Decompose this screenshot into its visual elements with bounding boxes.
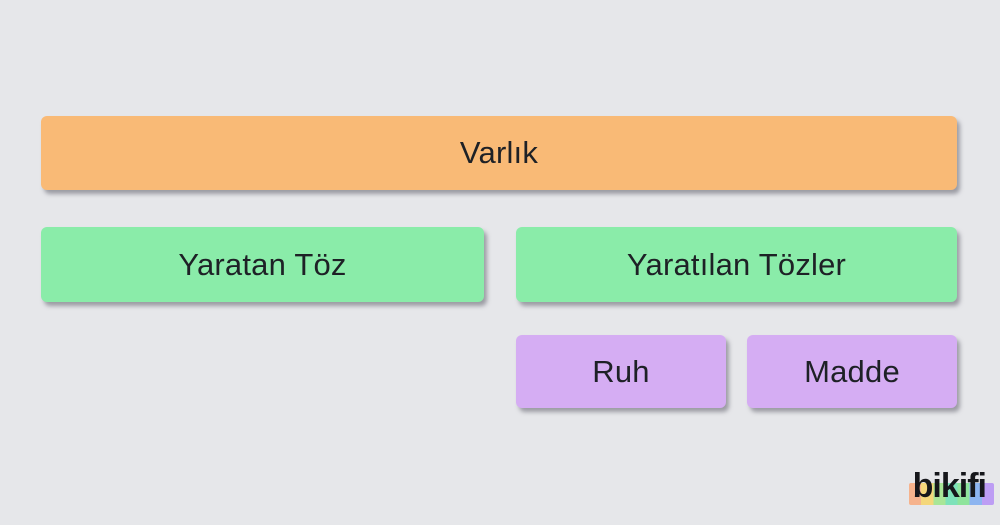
node-varlik-label: Varlık: [459, 135, 539, 170]
brand-logo: bikifi: [908, 467, 994, 512]
node-madde: Madde: [747, 335, 957, 408]
node-yaratilan-tozler-label: Yaratılan Tözler: [626, 246, 847, 282]
node-yaratilan-tozler: Yaratılan Tözler: [516, 227, 957, 302]
node-yaratan-toz-label: Yaratan Töz: [178, 246, 347, 282]
node-varlik: Varlık: [41, 116, 957, 190]
node-ruh-label: Ruh: [592, 353, 650, 389]
brand-wordmark: bikifi: [912, 467, 987, 505]
node-madde-label: Madde: [804, 353, 900, 389]
brand-color-band-icon: [908, 483, 994, 505]
node-ruh: Ruh: [516, 335, 726, 408]
node-yaratan-toz: Yaratan Töz: [41, 227, 484, 302]
